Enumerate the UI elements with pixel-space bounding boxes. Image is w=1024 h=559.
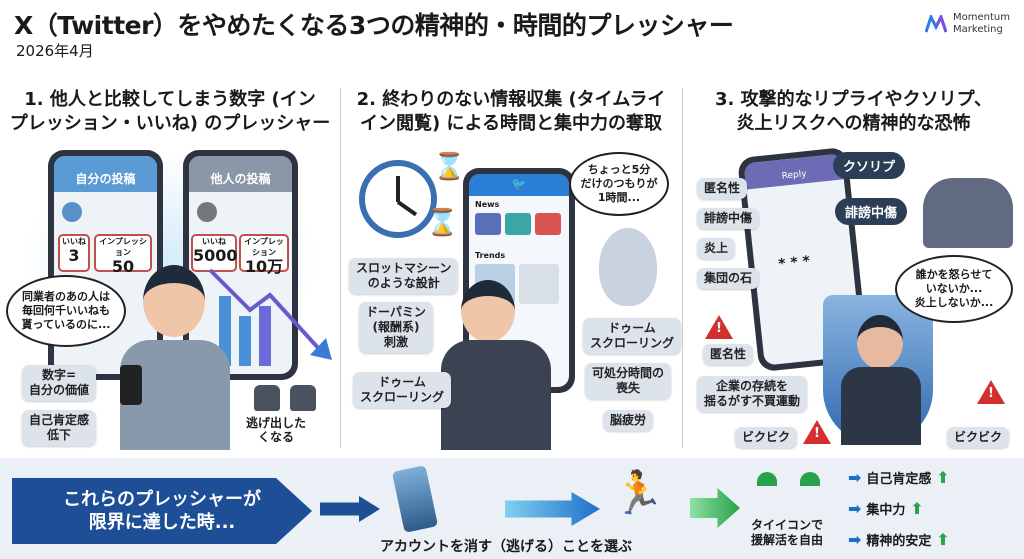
label-anonymity-2: 匿名性 [703,344,754,365]
conclusion-band: これらのプレッシャーが限界に達した時... 🏃 アカウントを消す（逃げる）ことを… [0,458,1024,559]
weight-icon [290,385,316,411]
trends-label: Trends [475,251,506,260]
clock-icon [359,160,437,238]
twitter-bird-icon: 🐦 [469,174,569,196]
reply-header: Reply [743,153,844,190]
arrow-icon [320,496,380,522]
label-flaming: 炎上 [697,238,736,259]
play-icon [535,213,561,235]
running-person-icon: 🏃 [612,468,665,517]
panel-title: 3. 攻撃的なリプライやクソリプ、炎上リスクへの精神的な恐怖 [714,89,993,134]
label-self-esteem: 自己肯定感低下 [22,410,97,446]
panel-title: 1. 他人と比較してしまう数字 (インプレッション・いいね) のプレッシャー [9,89,331,134]
worried-man-illustration [115,265,235,450]
logo-text-1: Momentum [953,12,1010,23]
news-label: News [475,200,500,209]
label-doomscrolling: ドゥームスクローリング [353,372,452,408]
arrow-up-icon: ⬆ [936,468,950,487]
warning-icon: ! [803,420,831,444]
own-post-header: 自分の投稿 [54,156,157,192]
label-dopamine: ドーパミン(報酬系)刺激 [359,302,433,353]
benefit-self-esteem: ➡自己肯定感⬆ [848,468,950,487]
divider [682,88,683,448]
label-brain-fatigue: 脳疲労 [603,410,654,431]
divider [340,88,341,448]
phone-icon [120,365,142,405]
panel-title: 2. 終わりのない情報収集 (タイムライイン閲覧) による時間と集中力の奪取 [356,89,666,134]
thought-bubble: 同業者のあの人は毎回何千いいねも貰っているのに... [6,275,126,347]
arrow-right-icon: ➡ [848,530,862,549]
disintegrating-phone-icon [391,465,439,533]
label-slander: 誹謗中傷 [697,208,760,229]
label-scared-right: ビクビク [947,427,1010,448]
result-text: タイイコンで援解活を自由 [750,518,823,547]
panel-timeline: 2. 終わりのない情報収集 (タイムライイン閲覧) による時間と集中力の奪取 ⌛… [341,80,681,452]
avatar-icon [197,202,217,222]
arrow-right-icon: ➡ [848,468,862,487]
others-post-header: 他人の投稿 [189,156,292,192]
arrow-right-icon: ➡ [848,499,862,518]
label-boycott: 企業の存続を揺るがす不買運動 [697,376,808,412]
escape-text: 逃げ出したくなる [246,416,307,444]
hourglass-icon: ⌛ [426,208,459,238]
label-scared-left: ビクビク [735,427,798,448]
label-anonymity: 匿名性 [697,178,748,199]
scrolling-man-illustration [441,280,551,450]
decline-arrow-icon [208,268,332,360]
date: 2026年4月 [16,42,94,60]
panel-comparison: 1. 他人と比較してしまう数字 (インプレッション・いいね) のプレッシャー 自… [0,80,340,452]
hourglass-icon: ⌛ [433,152,466,182]
green-light-icon [757,472,777,486]
logo-icon [925,15,948,33]
tag-slander: 誹謗中傷 [835,198,908,225]
thought-bubble: 誰かを怒らせていないか...炎上しないか... [895,255,1013,323]
arrow-icon [690,488,740,528]
arrow-icon [505,492,600,526]
panel-fear: 3. 攻撃的なリプライやクソリプ、炎上リスクへの精神的な恐怖 Reply * *… [683,80,1024,452]
label-doomscrolling-right: ドゥームスクローリング [583,318,681,354]
label-time-loss: 可処分時間の喪失 [585,363,672,399]
scared-man-illustration [841,315,921,445]
censored-text: * * * [777,253,811,273]
page-title: X（Twitter）をやめたくなる3つの精神的・時間的プレッシャー [14,11,734,40]
pressure-limit-banner: これらのプレッシャーが限界に達した時... [12,478,312,544]
tag-kusorip: クソリプ [833,152,906,179]
green-light-icon [800,472,820,486]
logo-text-2: Marketing [953,24,1003,35]
avatar-icon [62,202,82,222]
weight-icon [254,385,280,411]
crowd-silhouette [923,178,1013,248]
arrow-up-icon: ⬆ [910,499,924,518]
benefit-mental-stability: ➡精神的安定⬆ [848,530,950,549]
warning-icon: ! [705,315,733,339]
label-slot-machine: スロットマシーンのような設計 [349,258,459,294]
label-numbers-value: 数字=自分の価値 [22,365,97,401]
benefit-focus: ➡集中力⬆ [848,499,924,518]
arrow-up-icon: ⬆ [936,530,950,549]
label-group-stones: 集団の石 [697,268,760,289]
action-text: アカウントを消す（逃げる）ことを選ぶ [380,539,632,555]
tired-face-illustration [599,228,657,306]
warning-icon: ! [977,380,1005,404]
